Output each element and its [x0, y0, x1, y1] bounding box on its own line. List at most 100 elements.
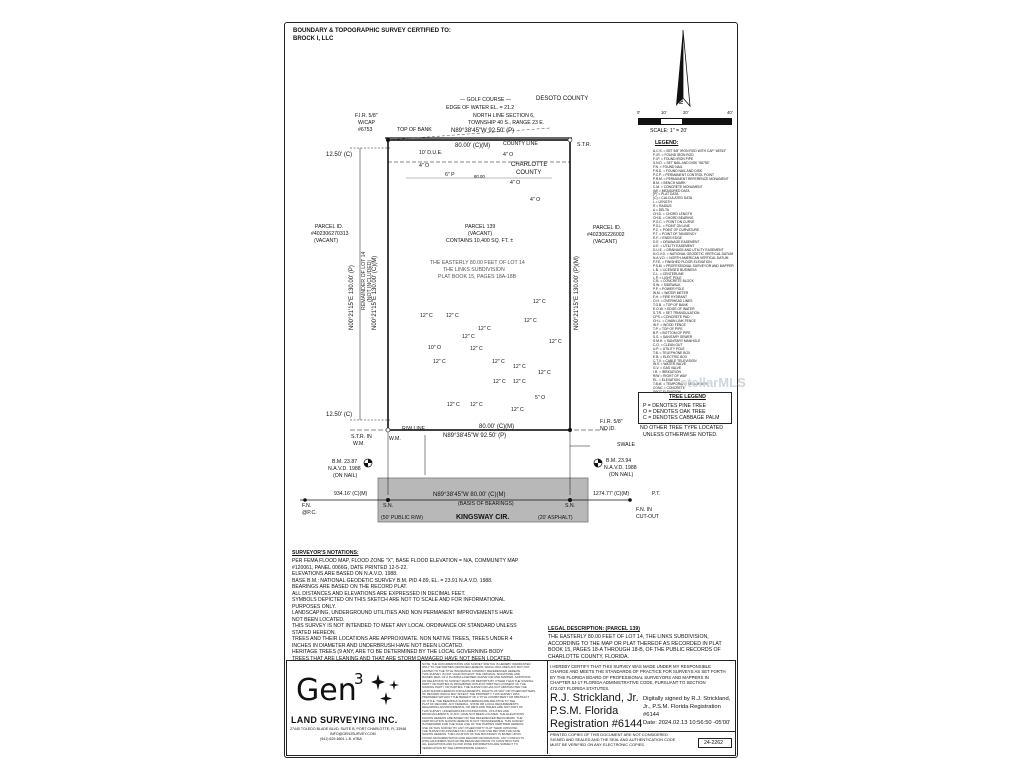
parcel-left-id: PARCEL ID.: [315, 224, 344, 230]
legend-item: N.A.V.D. = NORTH AMERICAN VERTICAL DATUM: [653, 255, 729, 260]
legend-item: N.G.V.D. = NATIONAL GEODETIC VERTICAL DA…: [653, 251, 734, 256]
legend-item: F.I.R. = FOUND IRON ROD: [653, 152, 694, 157]
legal-line: CHARLOTTE COUNTY, FLORIDA.: [548, 653, 629, 660]
road-rw-label: (50' PUBLIC R/W): [381, 515, 423, 521]
legend-item: CH.D. = CHORD LENGTH: [653, 212, 693, 217]
legend-item: Δ = DELTA: [653, 208, 669, 213]
signature-name: R.J. Strickland, Jr.: [550, 692, 639, 704]
fn-left-line-2: @P.C.: [302, 510, 317, 516]
notes-list: PER FEMA FLOOD MAP, FLOOD ZONE "X", BASE…: [292, 558, 562, 662]
note-line: LANDSCAPING, UNDERGROUND UTILITIES AND N…: [292, 610, 513, 616]
legend-item: P.R.M. = PERMANENT REFERENCE MONUMENT: [653, 176, 729, 181]
parcel-center-area: CONTAINS 10,400 SQ. FT. ±: [446, 238, 514, 244]
scale-label: SCALE: 1" = 20': [650, 128, 688, 134]
disclaimer-line: PREPARED WITHOUT THE BENEFIT OF A TITLE …: [422, 695, 530, 700]
legend-item: (C) = CALCULATED DATA: [653, 196, 693, 201]
legend-item: (M) = MEASURED DATA: [653, 188, 690, 193]
tree-label: 12" C: [513, 364, 526, 370]
survey-plan: [300, 127, 632, 523]
title-divider-2: [547, 661, 548, 754]
cert-line: I HEREBY CERTIFY THAT THIS SURVEY WAS MA…: [550, 664, 711, 669]
disclaimer-line: LIMITED TO THE TITLE INSURANCE COMPANY R…: [422, 668, 521, 673]
legend-item: A.C.S. = SET 5/8" IRON ROD WITH CAP "#87…: [653, 149, 727, 153]
disclaimer-line: SHOWN HEREON. THE LOCATION OF THE BOUNDA…: [422, 732, 521, 737]
legend-item: S.W. = SIDEWALK: [653, 283, 681, 288]
basis-label: (BASIS OF BEARINGS): [458, 501, 514, 507]
bm-left-line-1: B.M. 23.87: [332, 459, 358, 465]
setback-top-label: 12.50' (C): [326, 152, 353, 158]
legend-item: T.P. = TOP OF PIPE: [653, 326, 683, 331]
bm-left-line-3: (ON NAIL): [333, 473, 358, 479]
road-asphalt-label: (20' ASPHALT): [538, 515, 573, 521]
scale-tick-10: 10': [661, 110, 667, 115]
legend-item: P.C. = POINT OF CURVATURE: [653, 228, 700, 233]
legend-list: A.C.S. = SET 5/8" IRON ROD WITH CAP "#87…: [653, 149, 735, 395]
disclaimer-line: ENCROACHMENTS, IF ANY, HAVE NOT BEEN LOC…: [422, 712, 524, 717]
setback-bottom-label: 12.50' (C): [326, 412, 353, 418]
logo-box: Gen 3: [288, 662, 418, 742]
tree-label: 12" C: [511, 407, 524, 413]
note-line: INCHES IN DIAMETER AND UNDERBRUSH HAVE N…: [292, 642, 464, 649]
legend-item: C.T.V. = CABLE TELEVISION: [653, 358, 697, 363]
bm-left-line-2: N.A.V.D. 1988: [328, 466, 361, 472]
small-tree-2: 4" O: [419, 163, 430, 169]
note-line: HERITAGE TREES (9 ANY, ARE TO BE DETERMI…: [292, 649, 504, 655]
note-line: ALL DISTANCES AND ELEVATIONS ARE EXPRESS…: [292, 590, 466, 597]
due-label: 10' D.U.E.: [419, 150, 443, 156]
note-line: BASE B.M.: NATIONAL GEODETIC SURVEY B.M.…: [292, 577, 493, 584]
road-bearing-label: N89°38'45"W 80.00' (C)(M): [433, 492, 506, 498]
tree-legend-title: TREE LEGEND: [669, 394, 706, 400]
legend-item: (P) = PLAT DATA: [653, 192, 679, 197]
note-line: #120061, PANEL 0066G, DATE PRINTED 12-5-…: [292, 564, 408, 571]
company-name: LAND SURVEYING INC.: [291, 715, 398, 725]
easterly-line-2: THE LINKS SUBDIVISION: [443, 267, 505, 273]
legend-item: D.U.E. = DRAINAGE AND UTILITY EASEMENT: [653, 247, 724, 252]
fn-right-line-2: CUT-OUT: [636, 514, 660, 520]
fir-cap-line-1: F.I.R. 5/8": [355, 113, 378, 119]
fir-cap-line-3: #6753: [358, 127, 373, 133]
legend-item: W.V. = WATER VALVE: [653, 362, 687, 367]
legend-item: U.P. = UTILITY POLE: [653, 346, 685, 351]
tree-label: 12" C: [492, 359, 505, 365]
cert-line: 472.027 FLORIDA STATUTES.: [550, 685, 610, 691]
disclaimer-line: ONLY TO THE PARTIES CERTIFIED HEREON, WH…: [422, 665, 530, 670]
note-line: TREES THAT ARE LEANING AND THAT ARE STOR…: [292, 655, 512, 662]
printed-copy-line-3: MUST BE VERIFIED ON ANY ELECTRONIC COPIE…: [550, 742, 645, 747]
certified-to-title: BOUNDARY & TOPOGRAPHIC SURVEY CERTIFIED …: [293, 28, 451, 34]
scale-tick-40: 40': [727, 110, 733, 115]
legend-item: D.E. = DRAINAGE EASEMENT: [653, 239, 700, 244]
disclaimer-line: OF TITLE. THE BEARINGS SHOWN HEREON ARE …: [422, 698, 516, 703]
parcel-left-number: #402306270313: [311, 231, 349, 237]
legend-item: T.B. = TELEPHONE BOX: [653, 350, 691, 355]
note-line: PURPOSES ONLY.: [292, 603, 336, 610]
lot-boundary: [387, 139, 571, 431]
legend-item: B.M. = BENCH MARK: [653, 180, 686, 185]
south-dim-label: 80.00' (C)(M): [479, 424, 515, 430]
top-of-bank-label: TOP OF BANK: [397, 127, 432, 133]
scale-tick-0: 0': [637, 110, 641, 115]
small-tree-4: 4" O: [510, 180, 521, 186]
cert-line: BY THE FLORIDA BOARD OF PROFESSIONAL SUR…: [550, 674, 709, 680]
legend-item: C.B. = CONCRETE BLOCK: [653, 279, 694, 284]
north-line-label: NORTH LINE SECTION 6,: [473, 113, 535, 119]
tree-label: 12" C: [420, 313, 433, 319]
south-bearing-label: N89°38'45"W 92.50' (P): [443, 433, 507, 439]
legal-line: ACCORDING TO THE MAP OR PLAT THEREOF AS …: [548, 640, 722, 647]
fir-se-line-2: NO ID.: [600, 426, 616, 432]
tree-label: 12" C: [513, 379, 526, 385]
job-number: 24-2262: [704, 740, 724, 746]
legal-line: THE EASTERLY 80.00 FEET OF LOT 14, THE L…: [548, 634, 709, 640]
parcel-center-status: (VACANT): [468, 231, 493, 237]
certification-list: I HEREBY CERTIFY THAT THIS SURVEY WAS MA…: [550, 664, 734, 691]
legend-item: C.L. = CENTERLINE: [653, 271, 684, 276]
title-divider-3: [548, 731, 736, 732]
scale-tick-20: 20': [683, 110, 689, 115]
note-line: ELEVATIONS ARE BASED ON N.A.V.D. 1988.: [292, 571, 398, 577]
digital-sig-line-2: Jr., P.S.M. Florida Registration: [643, 704, 721, 710]
signature-registration: Registration #6144: [550, 718, 643, 730]
legend-item: P.S.M. = PROFESSIONAL SURVEYOR AND MAPPE…: [653, 263, 734, 268]
legend-item: F.I.P. = FOUND IRON PIPE: [653, 156, 694, 161]
tree-label: 12" C: [433, 359, 446, 365]
parcel-center-name: PARCEL 139: [465, 224, 496, 230]
tree-label: 12" C: [470, 346, 483, 352]
